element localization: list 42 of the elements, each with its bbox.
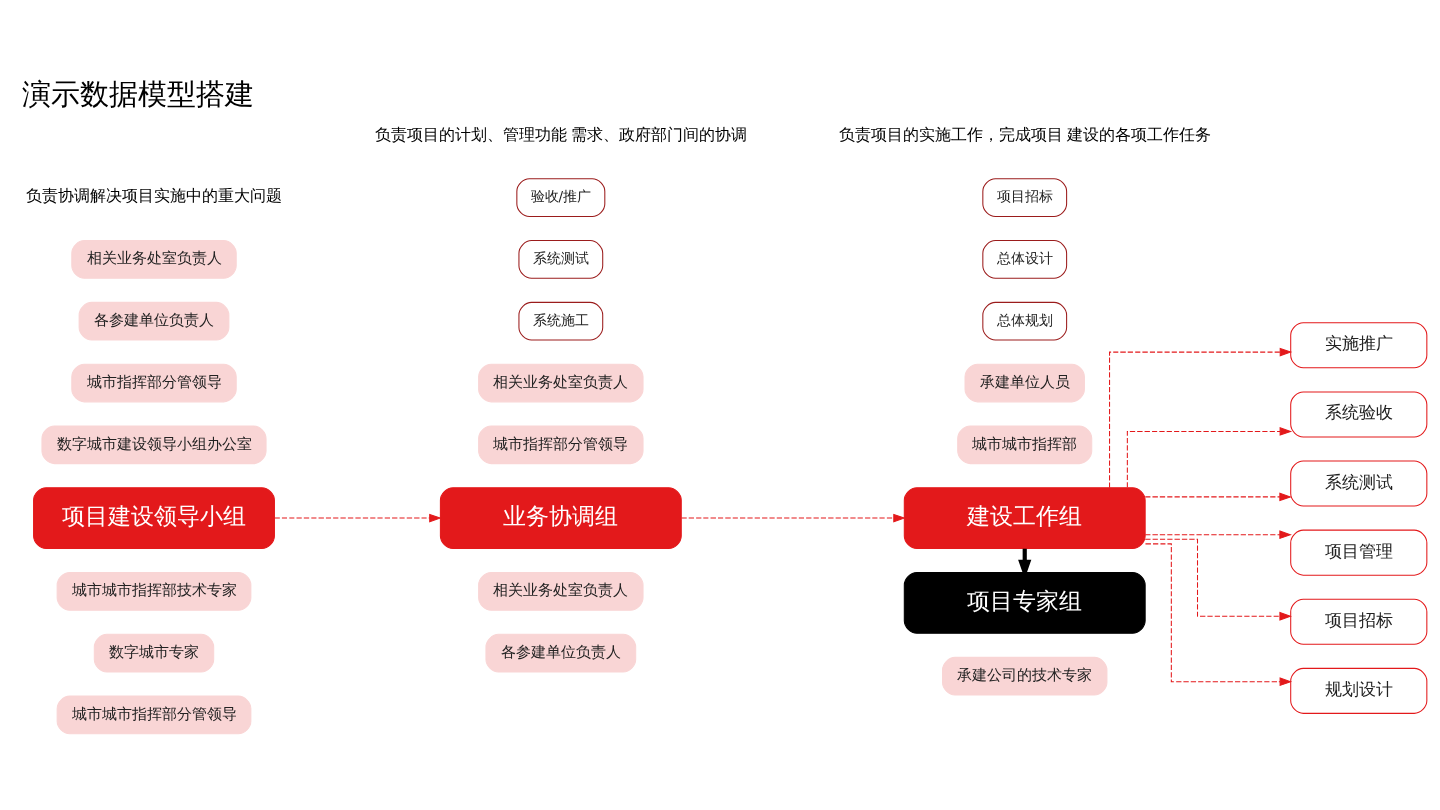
- node-box: 实施推广: [1290, 322, 1428, 369]
- node-box: 规划设计: [1290, 667, 1428, 714]
- node-box: 城市指挥部分管领导: [478, 425, 644, 465]
- node-box: 验收/推广: [516, 178, 606, 218]
- arrow: [1144, 538, 1292, 621]
- node-box: 相关业务处室负责人: [71, 240, 237, 279]
- node-box: 城市城市指挥部技术专家: [56, 572, 252, 611]
- node-box: 城市城市指挥部: [957, 425, 1093, 465]
- arrow: [1144, 530, 1292, 540]
- arrow: [1144, 543, 1293, 687]
- node-box: 项目招标: [982, 178, 1068, 218]
- arrow: [1126, 427, 1293, 488]
- node-box: 系统施工: [518, 301, 604, 341]
- node-box: 相关业务处室负责人: [478, 363, 644, 403]
- node-box: 总体规划: [982, 301, 1068, 341]
- node-box: 系统验收: [1290, 391, 1428, 438]
- node-box: 相关业务处室负责人: [478, 572, 644, 611]
- node-box: 城市指挥部分管领导: [71, 363, 237, 403]
- node-box: 各参建单位负责人: [78, 301, 230, 341]
- node-box: 业务协调组: [439, 487, 682, 549]
- arrow: [1109, 347, 1293, 489]
- node-box: 数字城市建设领导小组办公室: [41, 425, 267, 465]
- node-box: 项目专家组: [903, 572, 1146, 634]
- node-box: 项目管理: [1290, 529, 1428, 576]
- node-box: 建设工作组: [903, 487, 1146, 549]
- node-box: 承建单位人员: [964, 363, 1085, 403]
- label: 负责项目的实施工作，完成项目 建设的各项工作任务: [838, 125, 1211, 143]
- label: 负责项目的计划、管理功能 需求、政府部门间的协调: [374, 125, 747, 143]
- node-box: 系统测试: [1290, 460, 1428, 507]
- node-box: 总体设计: [982, 240, 1068, 279]
- diagram-title: 演示数据模型搭建: [22, 76, 255, 111]
- arrow: [681, 513, 906, 523]
- node-box: 系统测试: [518, 240, 604, 279]
- node-box: 项目建设领导小组: [33, 487, 275, 549]
- node-box: 城市城市指挥部分管领导: [56, 695, 252, 735]
- node-box: 各参建单位负责人: [485, 633, 637, 673]
- arrow: [274, 513, 442, 523]
- node-box: 项目招标: [1290, 598, 1428, 645]
- node-box: 数字城市专家: [93, 633, 215, 673]
- label: 负责协调解决项目实施中的重大问题: [26, 187, 282, 205]
- node-box: 承建公司的技术专家: [942, 656, 1108, 696]
- arrow: [1144, 492, 1292, 502]
